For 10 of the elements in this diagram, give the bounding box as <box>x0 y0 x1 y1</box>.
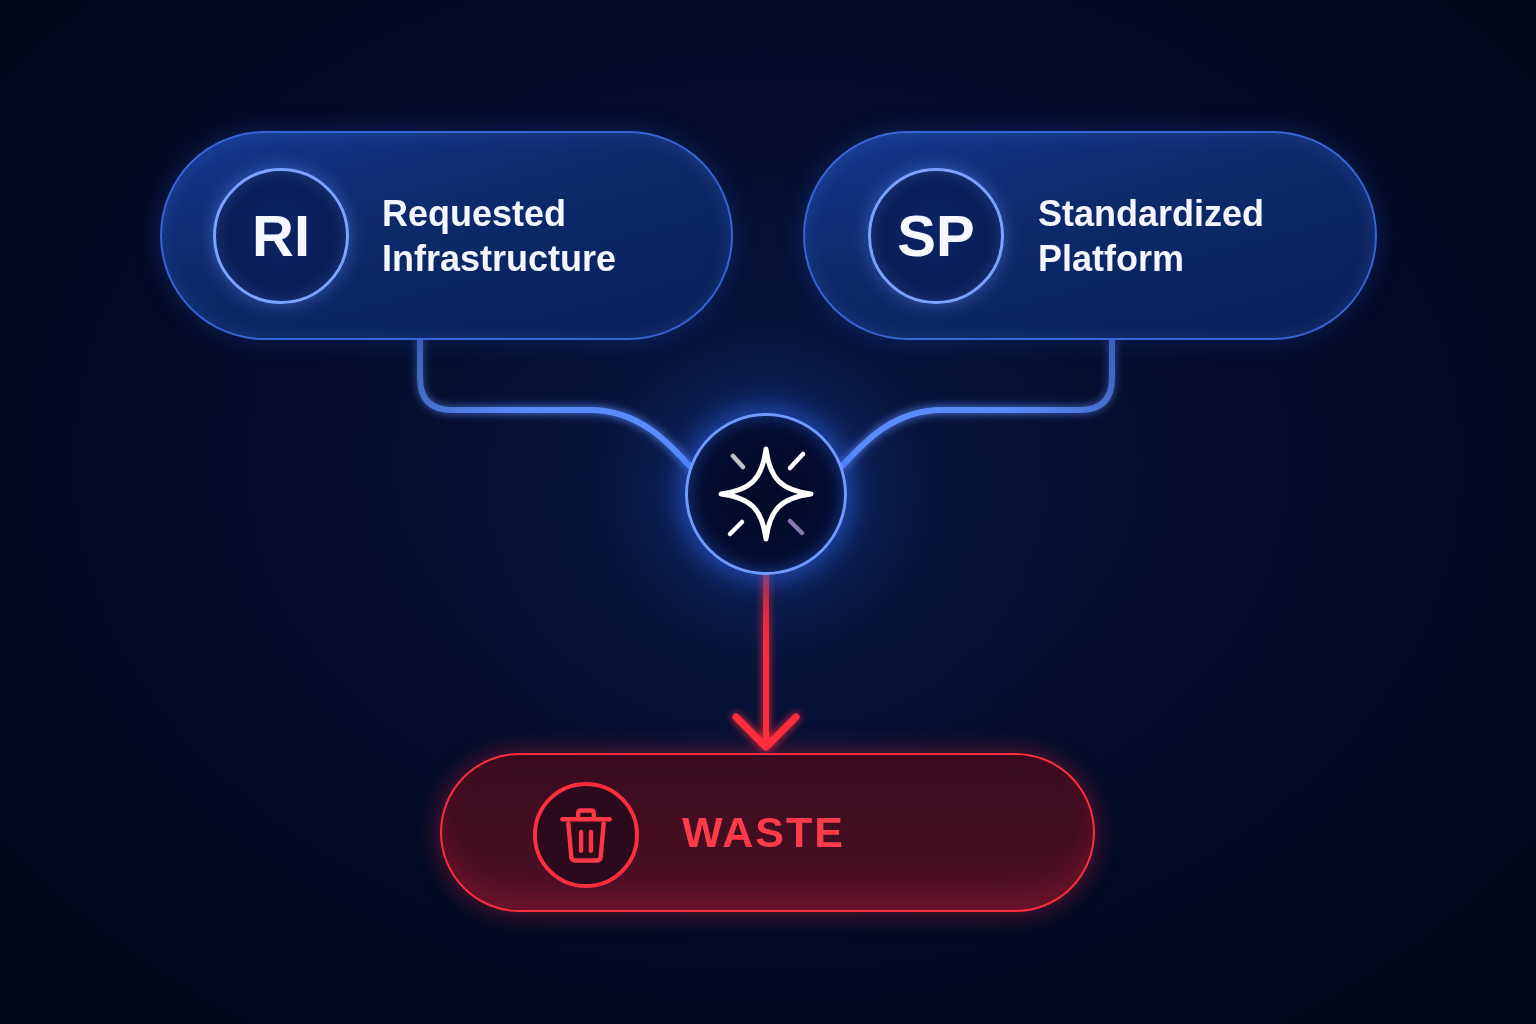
initials-badge: SP <box>868 168 1004 304</box>
node-label: Requested Infrastructure <box>382 191 618 281</box>
hub-circle <box>685 413 847 575</box>
connector-line <box>839 337 1115 470</box>
pill-node <box>440 753 1095 912</box>
node-label: Standardized Platform <box>1038 191 1266 281</box>
initials-badge: RI <box>213 168 349 304</box>
arrow <box>732 572 800 751</box>
node-label: WASTE <box>682 806 845 858</box>
connector-line <box>417 337 693 470</box>
